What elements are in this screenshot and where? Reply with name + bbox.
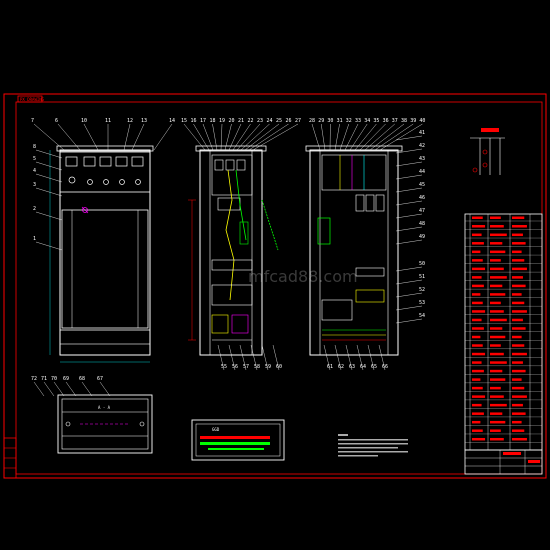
callout-left-8: 8 xyxy=(33,144,36,150)
callout-front-13: 13 xyxy=(141,118,147,124)
callout-plan-68: 68 xyxy=(79,376,85,382)
callout-mid-16: 16 xyxy=(191,118,197,124)
callout-bmid-55: 55 xyxy=(221,364,227,370)
callout-rside-50: 50 xyxy=(419,261,425,267)
section-label: A - A xyxy=(98,405,111,410)
callout-front-6: 6 xyxy=(55,118,58,124)
title-tag: PX DRAWING xyxy=(20,97,45,102)
callout-rside-52: 52 xyxy=(419,287,425,293)
callout-rside-44: 44 xyxy=(419,169,425,175)
callout-bmid-56: 56 xyxy=(232,364,238,370)
callout-bmid-66: 66 xyxy=(382,364,388,370)
callout-mid-18: 18 xyxy=(210,118,216,124)
callout-bmid-61: 61 xyxy=(327,364,333,370)
callout-bmid-60: 60 xyxy=(276,364,282,370)
front-view xyxy=(49,145,154,363)
callout-rside-47: 47 xyxy=(419,208,425,214)
callout-rside-46: 46 xyxy=(419,195,425,201)
callout-bmid-57: 57 xyxy=(243,364,249,370)
callout-left-1: 1 xyxy=(33,236,36,242)
callout-mid-21: 21 xyxy=(238,118,244,124)
bom-table xyxy=(464,213,543,451)
callout-mid-26: 26 xyxy=(286,118,292,124)
callout-rside-45: 45 xyxy=(419,182,425,188)
callout-rside-42: 42 xyxy=(419,143,425,149)
callout-mid-19: 19 xyxy=(219,118,225,124)
notes-block xyxy=(338,434,408,457)
rear-view xyxy=(305,145,403,356)
callout-plan-69: 69 xyxy=(63,376,69,382)
callout-bmid-62: 62 xyxy=(338,364,344,370)
callout-front-11: 11 xyxy=(105,118,111,124)
callout-mid-17: 17 xyxy=(200,118,206,124)
title-tag-box xyxy=(17,95,43,103)
callout-bmid-63: 63 xyxy=(349,364,355,370)
callout-rear-33: 33 xyxy=(355,118,361,124)
title-block xyxy=(464,449,543,475)
callout-plan-67: 67 xyxy=(97,376,103,382)
callout-rside-54: 54 xyxy=(419,313,425,319)
callout-rear-28: 28 xyxy=(309,118,315,124)
callout-rear-29: 29 xyxy=(318,118,324,124)
callout-bmid-65: 65 xyxy=(371,364,377,370)
callout-rside-53: 53 xyxy=(419,300,425,306)
callout-mid-25: 25 xyxy=(276,118,282,124)
callout-mid-20: 20 xyxy=(229,118,235,124)
callout-left-2: 2 xyxy=(33,206,36,212)
callout-mid-15: 15 xyxy=(181,118,187,124)
callout-rear-36: 36 xyxy=(383,118,389,124)
callout-rear-38: 38 xyxy=(401,118,407,124)
plan-section: A - A xyxy=(57,394,153,454)
callout-rear-40: 40 xyxy=(419,118,425,124)
outer-frame xyxy=(3,93,547,479)
callout-plan-70: 70 xyxy=(51,376,57,382)
callout-rear-37: 37 xyxy=(392,118,398,124)
legend-title: GGD xyxy=(212,427,220,432)
callout-front-12: 12 xyxy=(127,118,133,124)
callout-mid-24: 24 xyxy=(267,118,273,124)
callout-bmid-58: 58 xyxy=(254,364,260,370)
callout-rside-49: 49 xyxy=(419,234,425,240)
callout-rear-34: 34 xyxy=(364,118,370,124)
callout-left-3: 3 xyxy=(33,182,36,188)
callout-rear-32: 32 xyxy=(346,118,352,124)
callout-rside-48: 48 xyxy=(419,221,425,227)
side-view xyxy=(188,145,279,356)
callout-front-14: 14 xyxy=(169,118,175,124)
watermark: mfcad88.com xyxy=(248,267,358,286)
schematic-symbol xyxy=(470,128,505,175)
callout-rear-35: 35 xyxy=(373,118,379,124)
callout-plan-72: 72 xyxy=(31,376,37,382)
callout-rside-51: 51 xyxy=(419,274,425,280)
callout-rear-39: 39 xyxy=(410,118,416,124)
callout-front-10: 10 xyxy=(81,118,87,124)
callout-mid-27: 27 xyxy=(295,118,301,124)
callout-left-5: 5 xyxy=(33,156,36,162)
callout-rside-43: 43 xyxy=(419,156,425,162)
callout-plan-71: 71 xyxy=(41,376,47,382)
callout-left-4: 4 xyxy=(33,168,36,174)
callout-front-7: 7 xyxy=(31,118,34,124)
legend-box: GGD xyxy=(191,419,285,461)
callout-mid-23: 23 xyxy=(257,118,263,124)
callout-rside-41: 41 xyxy=(419,130,425,136)
callout-bmid-64: 64 xyxy=(360,364,366,370)
callout-mid-22: 22 xyxy=(248,118,254,124)
callout-rear-31: 31 xyxy=(337,118,343,124)
callout-bmid-59: 59 xyxy=(265,364,271,370)
callout-rear-30: 30 xyxy=(327,118,333,124)
